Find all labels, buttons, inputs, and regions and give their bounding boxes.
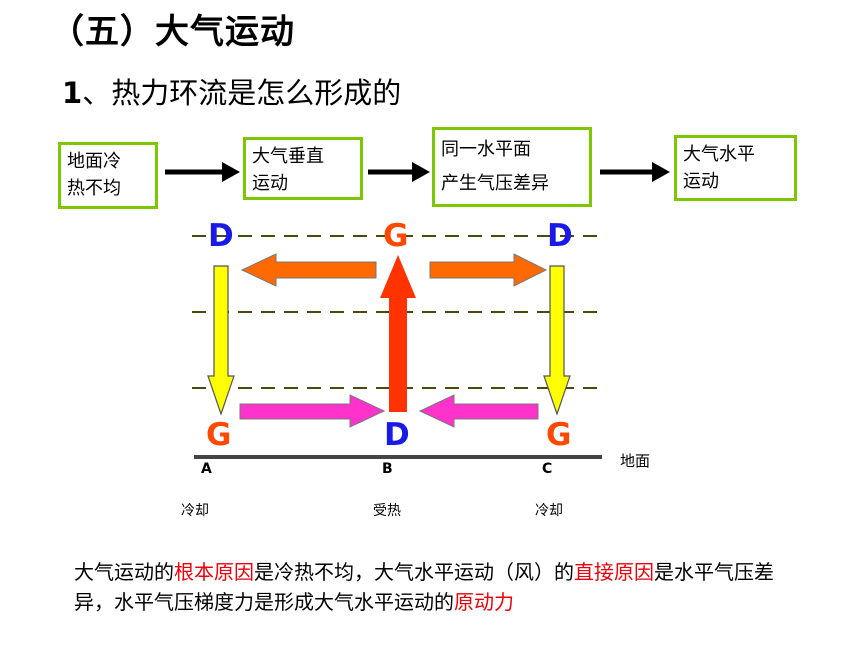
caption-heating-b: 受热 — [373, 503, 401, 519]
point-label-c: C — [542, 461, 553, 477]
flow-box-1-line1: 地面冷 — [67, 151, 121, 172]
section-number: 1 — [62, 76, 83, 110]
conclusion-part-1: 大气运动的 — [74, 560, 174, 584]
pressure-label-top-left: D — [208, 218, 234, 254]
page-title: （五）大气运动 — [50, 12, 295, 52]
flow-box-2-line2: 运动 — [252, 173, 288, 194]
flow-arrow-1 — [165, 162, 240, 182]
conclusion-part-3: 是水平气压差异，水平气压梯度力是形成大气水平运动的 — [74, 560, 774, 614]
ascending-arrow-center — [380, 255, 416, 412]
ground-label: 地面 — [620, 452, 651, 470]
surface-flow-arrow-left — [239, 394, 386, 428]
flow-box-vertical-motion: 大气垂直 运动 — [243, 137, 363, 200]
pressure-label-top-middle: G — [383, 218, 409, 254]
pressure-label-bottom-left: G — [206, 417, 232, 453]
conclusion-highlight-driving-force: 原动力 — [454, 590, 514, 614]
flow-box-uneven-heating: 地面冷 热不均 — [58, 142, 158, 209]
pressure-label-top-right: D — [547, 218, 573, 254]
conclusion-text: 大气运动的根本原因是冷热不均，大气水平运动（风）的直接原因是水平气压差异，水平气… — [74, 557, 804, 617]
conclusion-highlight-root-cause: 根本原因 — [174, 560, 254, 584]
flow-box-4-line2: 运动 — [683, 171, 719, 192]
pressure-label-bottom-middle: D — [384, 417, 410, 453]
conclusion-part-2: 是冷热不均，大气水平运动（风）的 — [254, 560, 574, 584]
caption-cooling-c: 冷却 — [535, 503, 563, 519]
pressure-label-bottom-right: G — [546, 417, 572, 453]
flow-box-2-line1: 大气垂直 — [252, 146, 324, 167]
flow-arrow-2 — [368, 162, 430, 182]
surface-flow-arrow-right — [418, 394, 539, 428]
flow-box-horizontal-motion: 大气水平 运动 — [674, 135, 797, 201]
point-label-b: B — [382, 461, 393, 477]
flow-box-4-line1: 大气水平 — [683, 144, 755, 165]
descending-arrow-right — [543, 265, 571, 416]
flow-box-3-line1: 同一水平面 — [441, 139, 531, 160]
flow-box-1-line2: 热不均 — [67, 178, 121, 199]
upper-flow-arrow-left — [240, 253, 377, 287]
point-label-a: A — [201, 461, 212, 477]
caption-cooling-a: 冷却 — [181, 503, 209, 519]
upper-flow-arrow-right — [429, 253, 548, 287]
descending-arrow-left — [207, 265, 235, 416]
flow-box-pressure-difference: 同一水平面 产生气压差异 — [432, 127, 592, 207]
flow-arrow-3 — [600, 162, 670, 182]
flow-box-3-line2: 产生气压差异 — [441, 173, 549, 194]
conclusion-highlight-direct-cause: 直接原因 — [574, 560, 654, 584]
section-heading-text: 、热力环流是怎么形成的 — [82, 76, 402, 110]
section-heading: 1、热力环流是怎么形成的 — [62, 70, 401, 112]
